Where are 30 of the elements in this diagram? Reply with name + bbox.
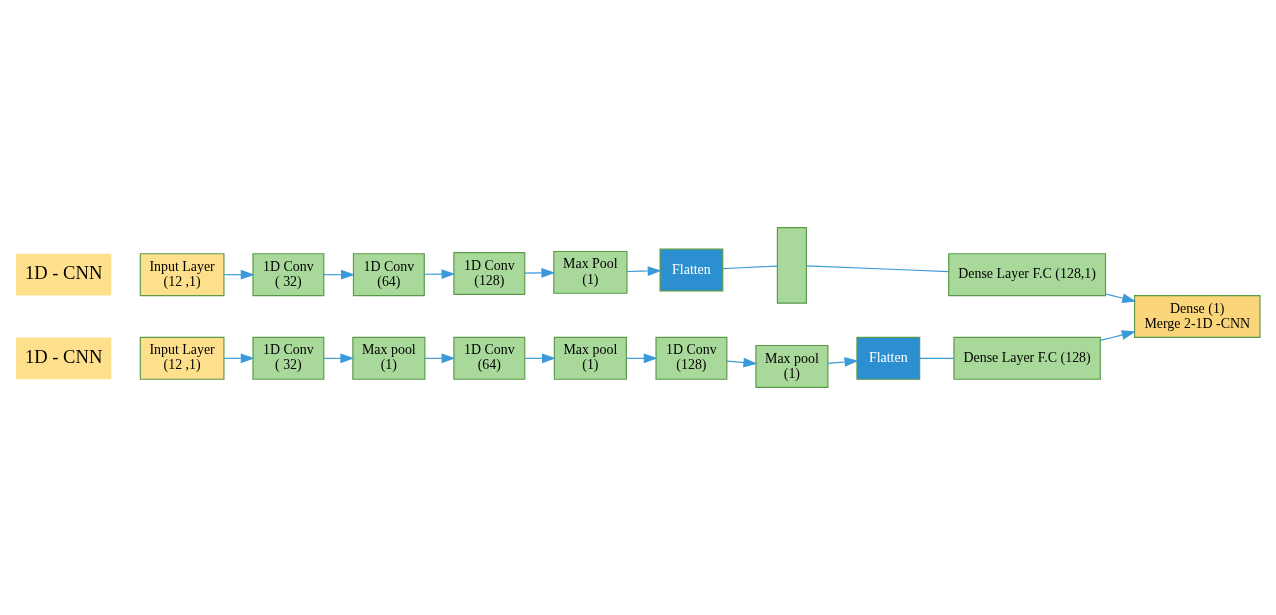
- arrow: [1105, 293, 1137, 303]
- node-bar: [776, 227, 807, 304]
- node-box: 1D Conv (128): [453, 252, 526, 295]
- arrow: [524, 268, 556, 278]
- node-box: Dense Layer F.C (128,1): [948, 253, 1107, 297]
- connector: [806, 265, 949, 273]
- node-box: 1D Conv (64): [352, 253, 425, 297]
- arrow: [726, 357, 758, 368]
- node-box: Dense (1) Merge 2-1D -CNN: [1133, 295, 1261, 338]
- node-box: Dense Layer F.C (128): [953, 336, 1101, 380]
- node-box: 1D Conv ( 32): [252, 253, 325, 297]
- node-box: 1D Conv ( 32): [252, 336, 325, 380]
- node-box: Max Pool (1): [553, 250, 628, 294]
- node-box: 1D Conv (128): [655, 336, 728, 380]
- label: 1D - CNN: [24, 345, 103, 367]
- node-box: Flatten: [659, 248, 724, 292]
- node-box: Input Layer (12 ,1): [139, 336, 225, 380]
- node-box: Flatten: [856, 336, 921, 380]
- arrow: [626, 266, 662, 276]
- arrow: [423, 269, 456, 279]
- arrow: [1099, 330, 1136, 341]
- node-box: Max pool (1): [553, 336, 627, 380]
- node-box: 1D Conv (64): [453, 336, 526, 380]
- node-box: Max pool (1): [755, 344, 829, 388]
- connector: [722, 265, 778, 270]
- node-box: Max pool (1): [352, 336, 426, 380]
- node-box: Input Layer (12 ,1): [139, 253, 225, 297]
- arrow: [827, 357, 859, 367]
- connector: [919, 357, 955, 359]
- label: 1D - CNN: [24, 262, 103, 284]
